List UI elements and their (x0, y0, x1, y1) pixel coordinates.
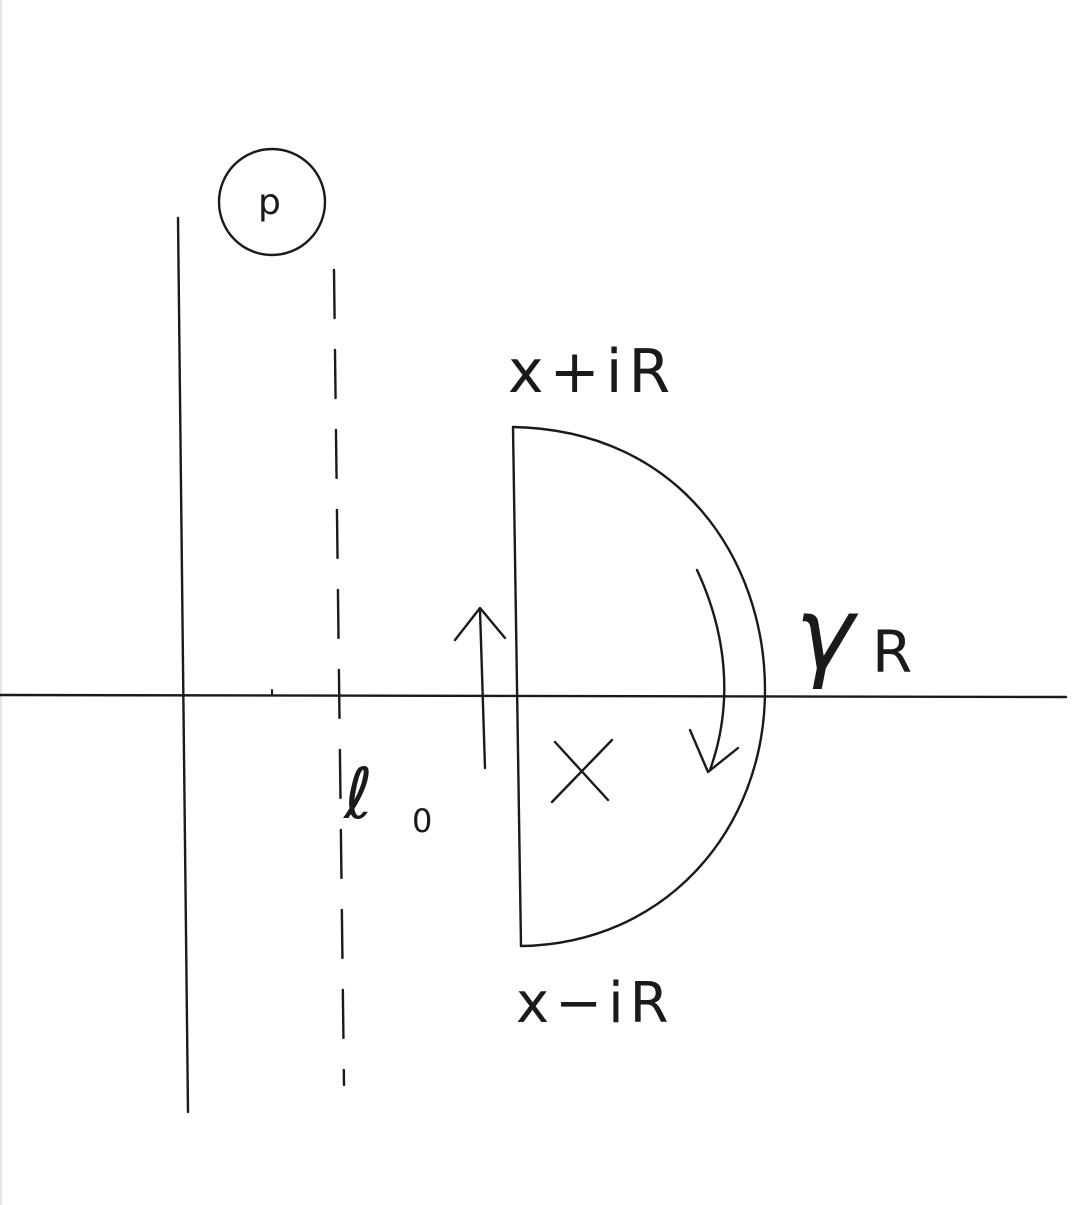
contour-subscript: R (872, 618, 912, 686)
real-axis (0, 693, 1068, 699)
contour-label: γ R (795, 575, 912, 692)
line-label: ℓ 0 (343, 753, 432, 840)
dashed-line (332, 268, 346, 1087)
line-subscript: 0 (412, 802, 432, 840)
page-edge (0, 0, 2, 1205)
contour-vertical-segment (511, 425, 523, 948)
contour-arc (511, 425, 767, 948)
imaginary-axis (176, 216, 190, 1114)
top-endpoint-label: x+iR (508, 337, 676, 407)
upward-arrow-head (453, 606, 507, 642)
bottom-endpoint-label: x−iR (516, 971, 675, 1036)
line-symbol: ℓ (343, 753, 373, 835)
upward-arrow-shaft (478, 608, 487, 770)
contour-symbol: γ (795, 575, 859, 692)
x-marker-stroke-2 (550, 738, 614, 804)
curved-arrow-head (688, 728, 740, 774)
curved-arrow-shaft (695, 568, 726, 772)
circled-p-ring (217, 147, 327, 257)
circled-p-letter: p (258, 182, 281, 223)
